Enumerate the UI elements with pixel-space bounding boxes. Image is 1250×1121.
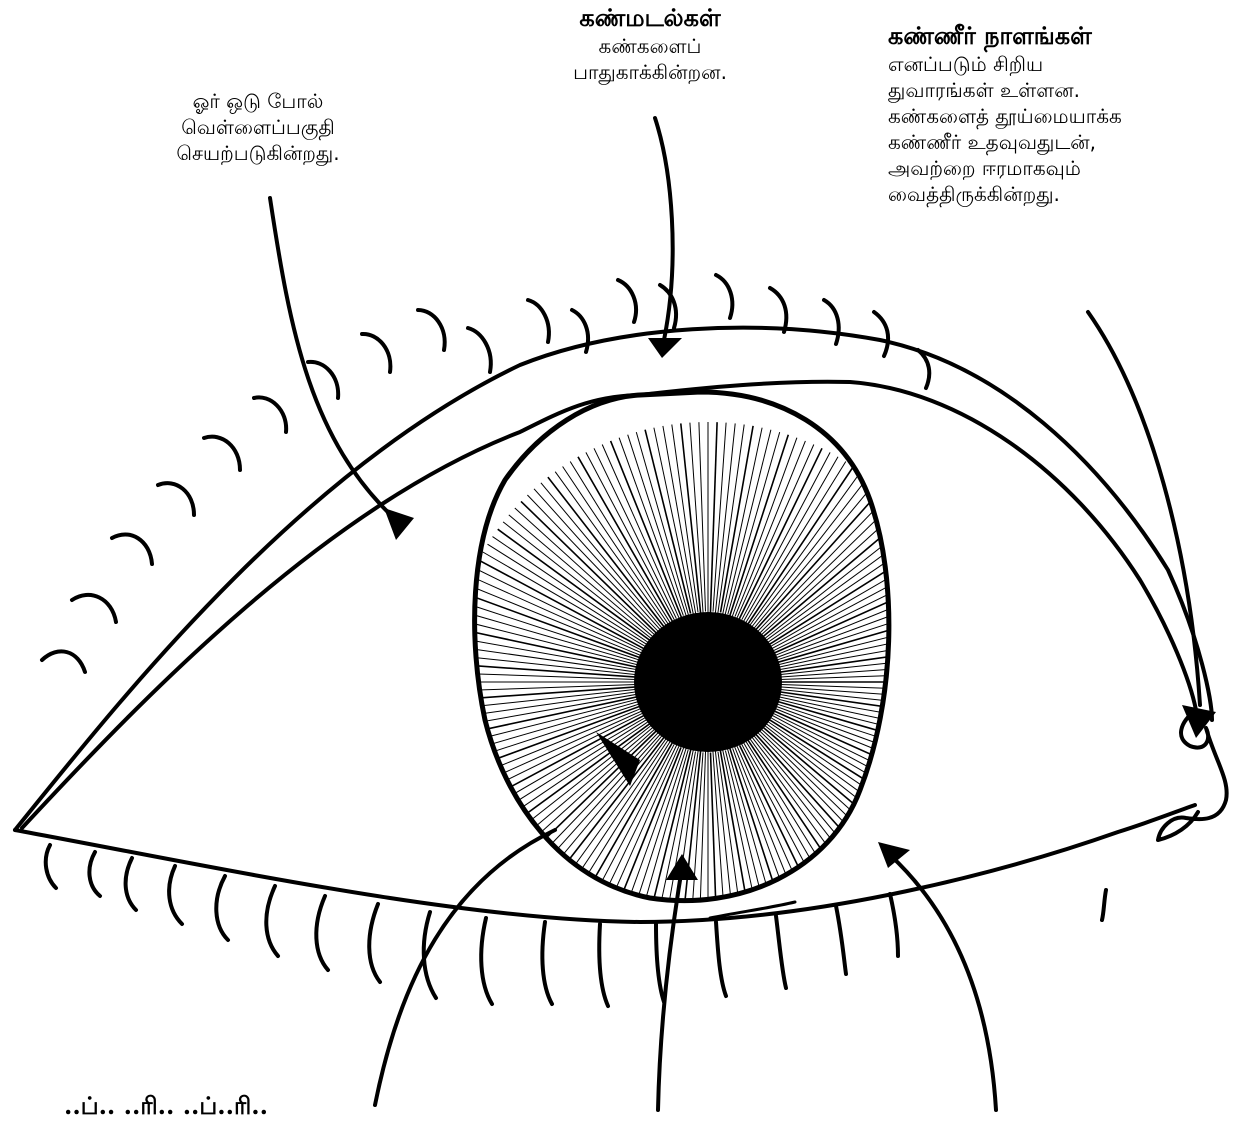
iris-ray xyxy=(773,691,965,718)
iris-ray xyxy=(733,742,806,923)
tear-duct-label-line-4: கண்ணீர் உதவுவதுடன், xyxy=(888,129,1122,155)
iris-ray xyxy=(710,422,717,617)
tear-duct-label-line-3: கண்களைத் தூய்மையாக்க xyxy=(888,103,1122,129)
tear-duct-label: கண்ணீர் நாளங்கள் எனப்படும் சிறிய துவாரங்… xyxy=(888,20,1122,207)
sclera-label-line-2: வெள்ளைப்பகுதி xyxy=(118,114,398,140)
sclera-label-line-1: ஓர் ஒடு போல் xyxy=(118,88,398,114)
arrow-eyelid xyxy=(655,118,673,340)
iris-ray xyxy=(739,739,830,912)
bottom-partial-label-text: ..ப்.. ..ரி.. ..ப்..ரி.. xyxy=(64,1090,268,1121)
iris-ray xyxy=(690,752,703,941)
iris-ray xyxy=(774,684,968,691)
iris-ray xyxy=(721,740,763,937)
eyelid-label-line-2: பாதுகாக்கின்றன. xyxy=(535,59,765,85)
arrow-eyelid-head xyxy=(648,338,682,358)
iris-ray xyxy=(448,685,636,692)
iris-ray xyxy=(767,694,963,736)
eyelid-label: கண்மடல்கள் கண்களைப் பாதுகாக்கின்றன. xyxy=(535,2,765,85)
eyelid-label-heading: கண்மடல்கள் xyxy=(535,2,765,33)
iris-ray xyxy=(780,687,968,700)
tear-duct-label-line-1: எனப்படும் சிறிய xyxy=(888,51,1122,77)
iris-ray xyxy=(771,610,958,664)
iris-ray xyxy=(714,423,735,623)
iris-ray xyxy=(548,477,664,626)
iris-ray xyxy=(768,655,967,676)
tear-duct-label-line-2: துவாரங்கள் உள்ளன. xyxy=(888,77,1122,103)
arrow-white xyxy=(270,198,396,520)
iris-ray xyxy=(699,422,706,611)
iris-ray xyxy=(681,741,702,941)
iris-ray xyxy=(763,537,924,646)
iris-ray xyxy=(766,560,937,652)
iris-ray xyxy=(699,747,706,942)
iris-ray xyxy=(563,467,672,629)
arrow-tear-duct xyxy=(1088,312,1200,705)
arrow-white-head xyxy=(384,508,414,540)
iris-ray xyxy=(767,628,963,670)
iris-ray xyxy=(768,688,967,709)
iris-ray xyxy=(717,425,744,618)
iris-ray xyxy=(772,715,938,804)
iris-ray xyxy=(645,745,692,935)
iris-ray xyxy=(681,423,702,623)
tear-duct-label-line-5: அவற்றை ஈரமாகவும் xyxy=(888,155,1122,181)
iris-ray xyxy=(714,741,735,941)
iris-ray xyxy=(586,452,677,625)
arrow-pupil-line xyxy=(375,830,555,1105)
iris-ray xyxy=(690,423,704,618)
arrow-iris-right-head xyxy=(878,842,910,868)
upper-eyelashes xyxy=(42,275,929,672)
iris-ray xyxy=(654,428,696,625)
bottom-partial-label: ..ப்.. ..ரி.. ..ப்..ரி.. xyxy=(64,1090,268,1121)
tear-duct-corner xyxy=(1158,710,1227,840)
eyelid-label-line-1: கண்களைப் xyxy=(535,33,765,59)
tear-duct-label-line-6: வைத்திருக்கின்றது. xyxy=(888,181,1122,207)
iris-ray xyxy=(711,753,718,942)
pointer-arrows xyxy=(270,118,1216,1110)
iris-ray xyxy=(713,423,726,612)
sclera-label-line-3: செயற்படுகின்றது. xyxy=(118,140,398,166)
sclera-label: ஓர் ஒடு போல் வெள்ளைப்பகுதி செயற்படுகின்ற… xyxy=(118,88,398,166)
iris-ray xyxy=(478,560,644,649)
iris-ray xyxy=(721,428,763,625)
iris-ray xyxy=(780,673,968,680)
iris-ray xyxy=(454,628,650,670)
pupil xyxy=(634,612,782,752)
iris-ray xyxy=(745,736,854,898)
tear-duct-label-heading: கண்ணீர் நாளங்கள் xyxy=(888,20,1122,51)
